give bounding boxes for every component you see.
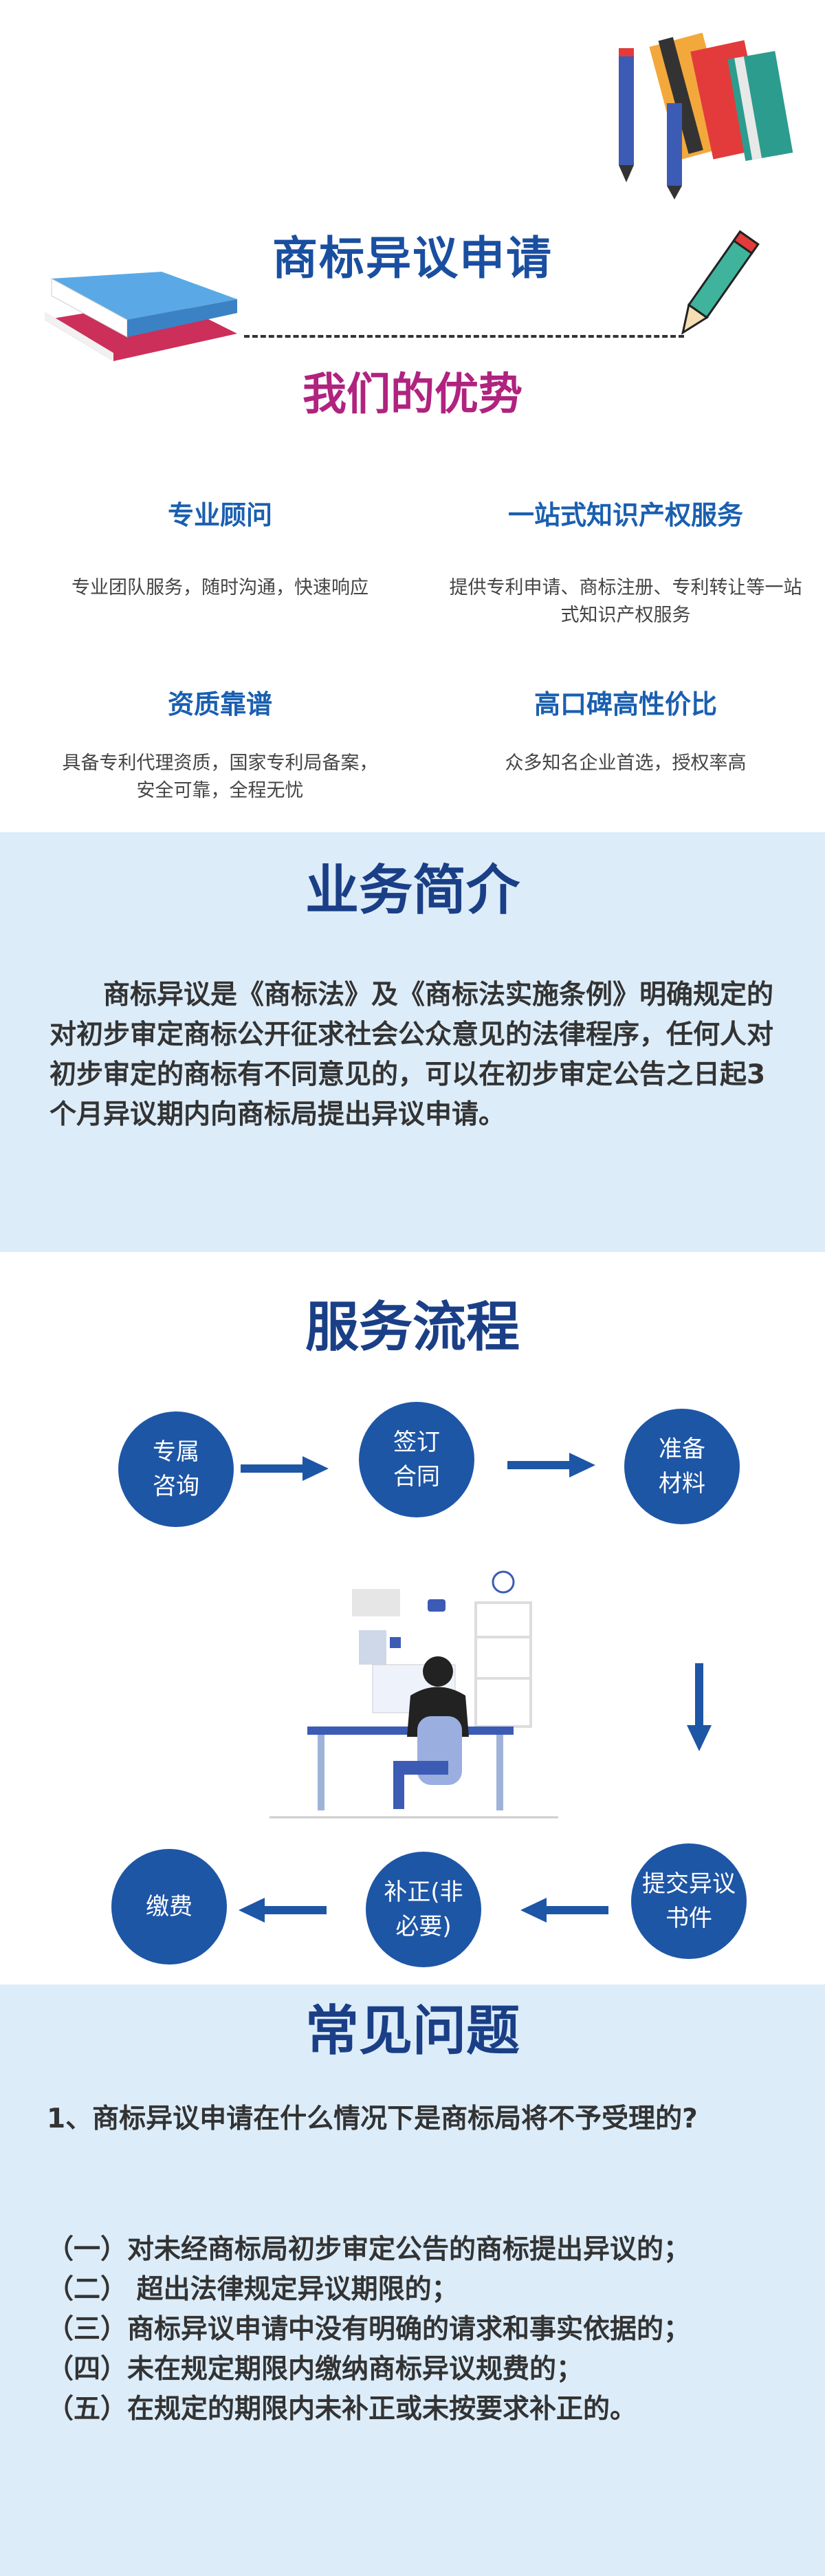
faq-section bbox=[0, 1984, 825, 2576]
step-materials-label: 准备材料 bbox=[659, 1436, 705, 1497]
step-contract-label: 签订合同 bbox=[393, 1429, 440, 1491]
standing-books-icon bbox=[649, 32, 793, 161]
advantages-title: 我们的优势 bbox=[302, 369, 522, 420]
step-pay-label: 缴费 bbox=[146, 1893, 192, 1920]
faq-answer-1: （一）对未经商标局初步审定公告的商标提出异议的； bbox=[47, 2234, 691, 2265]
faq-answer-4: （四）未在规定期限内缴纳商标异议规费的； bbox=[47, 2354, 584, 2385]
advantage-desc-1: 专业团队服务，随时沟通，快速响应 bbox=[72, 577, 368, 598]
advantage-desc-3: 具备专利代理资质，国家专利局备案，安全可靠，全程无忧 bbox=[62, 753, 378, 801]
intro-section bbox=[0, 832, 825, 1252]
step-materials: 准备材料 bbox=[624, 1409, 740, 1524]
stacked-books-illustration bbox=[45, 272, 237, 361]
advantage-title-4: 高口碑高性价比 bbox=[534, 689, 717, 719]
step-contract: 签订合同 bbox=[359, 1402, 474, 1517]
faq-answer-list: （一）对未经商标局初步审定公告的商标提出异议的； （二） 超出法律规定异议期限的… bbox=[47, 2230, 796, 2429]
pencil-illustration bbox=[681, 230, 760, 335]
advantage-desc-4: 众多知名企业首选，授权率高 bbox=[505, 753, 747, 774]
faq-answer-5: （五）在规定的期限内未补正或未按要求补正的。 bbox=[47, 2394, 637, 2425]
dashed-divider bbox=[244, 335, 684, 338]
step-consult-label: 专属咨询 bbox=[153, 1438, 199, 1500]
pencil-icon bbox=[619, 48, 682, 199]
arrow-left-icon bbox=[239, 1898, 327, 1923]
advantage-desc-2: 提供专利申请、商标注册、专利转让等一站式知识产权服务 bbox=[449, 577, 802, 626]
arrow-right-icon bbox=[507, 1453, 595, 1478]
faq-answer-3: （三）商标异议申请中没有明确的请求和事实依据的； bbox=[47, 2314, 691, 2345]
faq-question: 1、商标异议申请在什么情况下是商标局将不予受理的? bbox=[47, 2103, 698, 2134]
page-title: 商标异议申请 bbox=[272, 232, 553, 285]
step-pay: 缴费 bbox=[111, 1849, 227, 1965]
step-submit: 提交异议书件 bbox=[631, 1843, 747, 1959]
step-consult: 专属咨询 bbox=[118, 1411, 234, 1527]
step-supplement: 补正(非必要) bbox=[366, 1852, 481, 1967]
intro-text: 商标异议是《商标法》及《商标法实施条例》明确规定的对初步审定商标公开征求社会公众… bbox=[50, 979, 774, 1130]
books-illustration bbox=[619, 32, 793, 199]
arrow-down-icon bbox=[687, 1663, 712, 1751]
advantage-title-2: 一站式知识产权服务 bbox=[507, 500, 743, 530]
header-section bbox=[0, 0, 825, 829]
step-supplement-label: 补正(非必要) bbox=[384, 1879, 463, 1940]
arrow-right-icon bbox=[241, 1456, 329, 1481]
step-submit-label: 提交异议书件 bbox=[642, 1870, 736, 1932]
faq-title: 常见问题 bbox=[305, 2000, 520, 2062]
office-worker-illustration bbox=[270, 1570, 558, 1819]
advantage-title-1: 专业顾问 bbox=[167, 500, 272, 530]
arrow-left-icon bbox=[520, 1898, 608, 1923]
process-title: 服务流程 bbox=[305, 1297, 520, 1359]
faq-answer-2: （二） 超出法律规定异议期限的； bbox=[47, 2274, 459, 2305]
advantage-title-3: 资质靠谱 bbox=[167, 689, 272, 719]
intro-title: 业务简介 bbox=[305, 860, 520, 922]
